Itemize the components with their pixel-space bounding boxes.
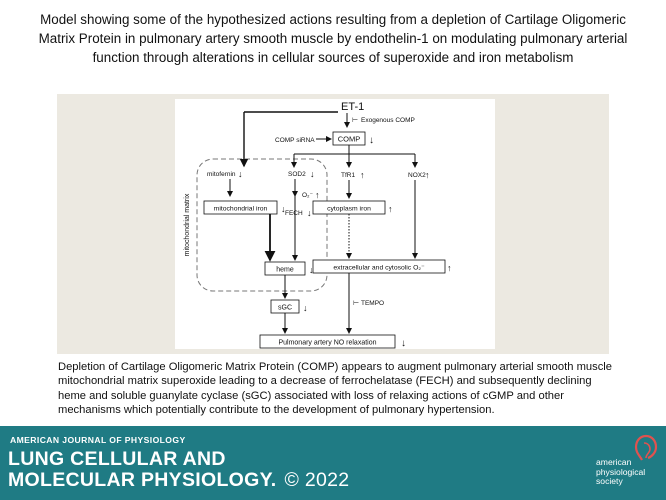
mito-iron-label: mitochondrial iron: [214, 206, 268, 213]
society-name: american physiological society: [596, 457, 660, 487]
mitofernin-label: mitofernin: [207, 171, 236, 178]
relaxation-box: [259, 334, 396, 349]
sod2-down-arrow: ↓: [310, 169, 315, 179]
tfr1-up-arrow: ↑: [360, 170, 365, 180]
pathway-svg: mitochondrial matrix ET-1 ⊢ Exogenous CO…: [184, 101, 452, 349]
heme-label: heme: [276, 267, 294, 274]
journal-title-line2-text: MOLECULAR PHYSIOLOGY.: [8, 469, 277, 491]
o2-up-arrow: ↑: [315, 190, 320, 200]
et1-label: ET-1: [341, 101, 364, 113]
comp-label: COMP: [338, 135, 361, 144]
tempo-label: TEMPO: [361, 300, 384, 307]
comp-sirna-label: COMP siRNA: [275, 137, 315, 144]
mito-iron-down-arrow: ↓: [281, 204, 286, 214]
journal-title-line1: LUNG CELLULAR AND: [8, 448, 226, 470]
journal-prefix: AMERICAN JOURNAL OF PHYSIOLOGY: [10, 435, 186, 445]
journal-footer: AMERICAN JOURNAL OF PHYSIOLOGY LUNG CELL…: [0, 426, 666, 500]
comp-down-arrow: ↓: [369, 135, 374, 146]
mitofernin-down-arrow: ↓: [238, 169, 243, 179]
relaxation-down-arrow: ↓: [401, 338, 406, 349]
cyto-iron-label: cytoplasm iron: [327, 206, 371, 213]
extracellular-o2-label: extracellular and cytosolic O₂⁻: [333, 265, 425, 272]
relaxation-label: Pulmonary artery NO relaxation: [278, 340, 376, 347]
exogenous-inhibit-symbol: ⊢: [352, 117, 358, 124]
journal-title-line2: MOLECULAR PHYSIOLOGY. © 2022: [8, 469, 349, 492]
society-line-2: physiological: [596, 466, 646, 477]
heme-down-arrow: ↓: [309, 265, 314, 275]
mito-iron-box: [203, 200, 278, 215]
society-line-3: society: [596, 476, 623, 487]
figure-title: Model showing some of the hypothesized a…: [38, 12, 628, 65]
pathway-diagram: mitochondrial matrix ET-1 ⊢ Exogenous CO…: [175, 99, 495, 349]
sod2-label: SOD2: [288, 171, 306, 178]
sgc-label: sGC: [278, 305, 292, 312]
o2-label: O₂⁻: [302, 192, 314, 199]
society-line-1: american: [596, 457, 632, 467]
tfr1-label: TfR1: [341, 172, 355, 179]
extracellular-o2-box: [312, 259, 446, 274]
figure-caption: Depletion of Cartilage Oligomeric Matrix…: [58, 361, 613, 417]
nox2-up-arrow: ↑: [425, 170, 430, 180]
extracellular-o2-up-arrow: ↑: [447, 263, 452, 273]
nox2-label: NOX2: [408, 172, 426, 179]
sgc-down-arrow: ↓: [303, 303, 308, 313]
mitochondrial-matrix-region: [196, 158, 328, 292]
fech-down-arrow: ↓: [307, 208, 312, 218]
fech-label: FECH: [285, 210, 303, 217]
cyto-iron-up-arrow: ↑: [388, 204, 393, 214]
tempo-inhibit-symbol: ⊢: [353, 300, 359, 307]
mito-matrix-label: mitochondrial matrix: [184, 193, 191, 256]
aps-logo-icon: [634, 434, 658, 461]
exogenous-comp-label: Exogenous COMP: [361, 117, 415, 124]
copyright-text: © 2022: [284, 469, 350, 491]
